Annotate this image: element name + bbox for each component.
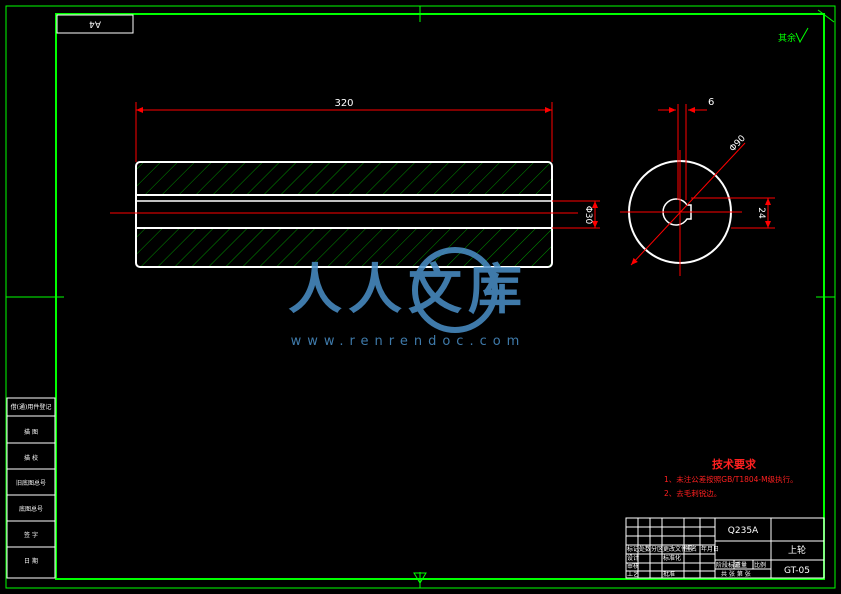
left-table-cell: 描 校: [24, 454, 38, 462]
orientation-triangle-icon: [413, 572, 427, 584]
drawing-number-label: GT-05: [784, 566, 810, 576]
keyway-depth-label: 24: [756, 207, 766, 219]
keyway-depth-dimension: [691, 197, 775, 229]
keyway-width-label: 6: [708, 97, 714, 108]
tb-weight-label: 重量: [735, 561, 747, 569]
tb-approve-label: 批准: [663, 570, 675, 578]
tech-requirement-item: 2、去毛刺锐边。: [664, 488, 721, 498]
tb-count-label: 处数: [639, 545, 651, 553]
tb-date-label: 年月日: [701, 545, 719, 553]
format-box: [56, 14, 134, 34]
trim-mark-top-right-icon: [817, 9, 835, 23]
left-stamp-table: [6, 397, 56, 579]
tech-requirement-item: 1、未注公差按照GB/T1804-M级执行。: [664, 474, 798, 484]
keyway-width-dimension: [658, 104, 707, 200]
watermark-brand: 人人文库: [288, 258, 528, 321]
tb-process-label: 工艺: [627, 570, 639, 578]
watermark: 人人文库 www.renrendoc.com: [288, 247, 528, 349]
tb-change-label: 更改文件号: [663, 545, 693, 553]
centering-marks: [6, 6, 835, 588]
shaft-outline: [135, 161, 553, 268]
tech-requirements-title: 技术要求: [712, 457, 757, 471]
tb-sheet-info: 共 张 第 张: [721, 570, 751, 578]
outer-diameter-label: Φ90: [728, 133, 748, 154]
left-table-cell: 底图总号: [19, 505, 43, 513]
shaft-section-view: [110, 161, 578, 268]
left-table-cell: 日 期: [24, 557, 38, 565]
title-block: [625, 517, 825, 579]
tb-standard-label: 标准化: [663, 554, 681, 562]
format-label: A4: [89, 19, 101, 29]
tb-scale-label: 比例: [754, 561, 766, 569]
part-name-label: 上轮: [788, 544, 806, 556]
watermark-logo-icon: [412, 247, 498, 333]
watermark-url: www.renrendoc.com: [291, 334, 526, 349]
roughness-note: 其余: [778, 32, 796, 44]
length-dimension-label: 320: [334, 98, 353, 109]
roughness-symbol-icon: [795, 27, 809, 44]
left-table-cell: 借(通)用件登记: [11, 403, 52, 411]
tb-zone-label: 分区: [651, 545, 663, 553]
tb-reviewer-label: 审核: [627, 562, 639, 570]
bore-dimension: [552, 200, 600, 229]
left-table-cell: 旧底图总号: [16, 479, 46, 487]
outer-diameter-leader: [630, 142, 746, 266]
tb-sign-label: 签名: [685, 545, 697, 553]
material-label: Q235A: [728, 526, 759, 536]
left-table-cell: 签 字: [24, 531, 38, 539]
bore-dimension-label: Φ30: [583, 206, 593, 225]
left-table-cell: 描 图: [24, 428, 38, 436]
tb-stage-label: 阶段标记: [716, 561, 740, 569]
tb-designer-label: 设计: [627, 554, 639, 562]
length-dimension: [135, 102, 553, 162]
tb-mark-label: 标记: [627, 545, 639, 553]
